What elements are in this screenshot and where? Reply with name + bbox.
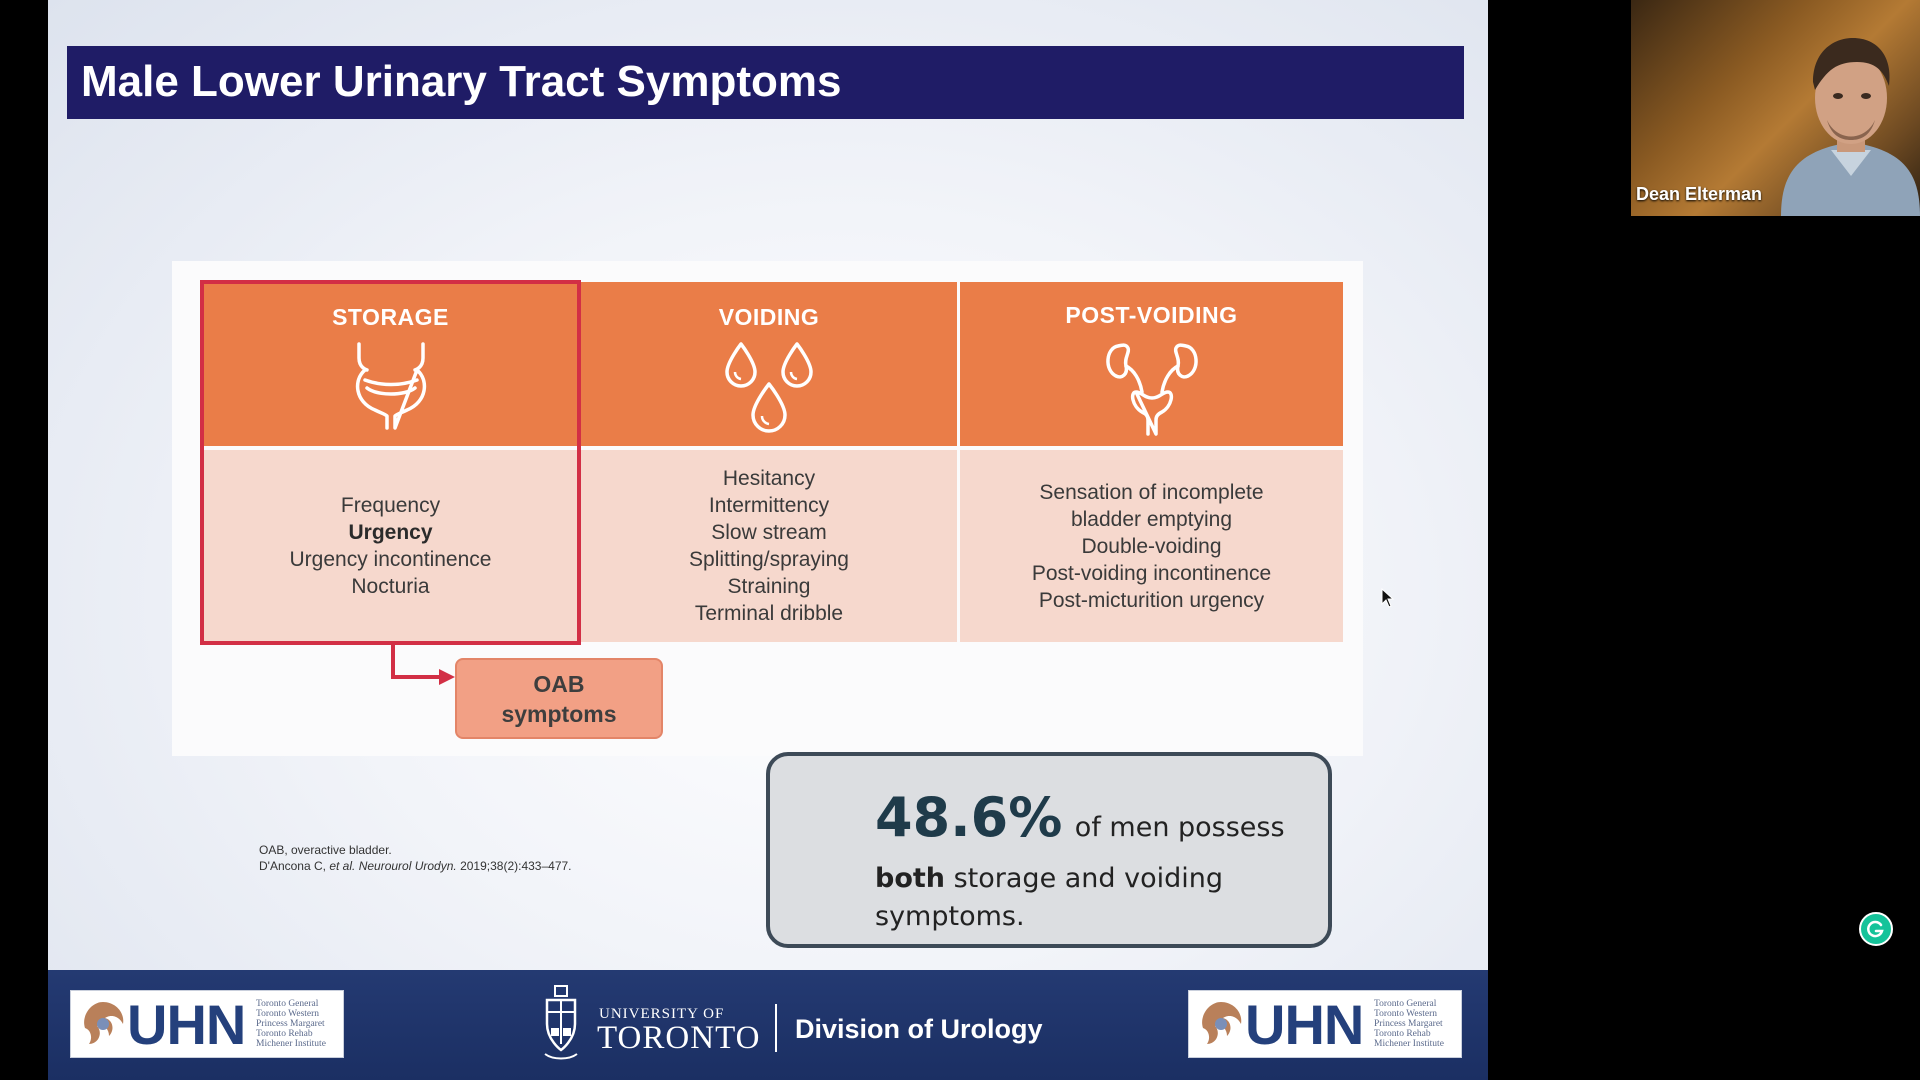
reference-citation: 2019;38(2):433–477.	[456, 859, 572, 873]
reference-etal: et al.	[329, 859, 356, 873]
grammarly-icon[interactable]	[1859, 912, 1893, 946]
post-voiding-item: Double-voiding	[1081, 534, 1222, 558]
oab-symptoms-box: OAB symptoms	[455, 658, 663, 739]
oab-label: OAB symptoms	[501, 670, 617, 727]
footnote-abbreviation: OAB, overactive bladder.	[259, 843, 392, 857]
storage-header: STORAGE	[203, 282, 578, 446]
storage-highlight-frame	[200, 280, 581, 645]
uhn-hospitals-list: Toronto General Toronto Western Princess…	[256, 999, 326, 1049]
logo-divider	[775, 1004, 777, 1052]
post-voiding-list: Sensation of incomplete bladder emptying…	[960, 450, 1343, 642]
storage-item: Frequency	[340, 494, 441, 517]
storage-item: Urgency	[348, 521, 433, 544]
university-of-label: UNIVERSITY OF	[599, 1006, 725, 1022]
slide-title-bar: Male Lower Urinary Tract Symptoms	[67, 46, 1464, 119]
footnote-reference: D'Ancona C, et al. Neurourol Urodyn. 201…	[259, 858, 572, 874]
hospital-name: Michener Institute	[256, 1039, 326, 1049]
voiding-list: Hesitancy Intermittency Slow stream Spli…	[581, 450, 957, 642]
post-voiding-header: POST-VOIDING	[960, 282, 1343, 446]
storage-item: Nocturia	[351, 575, 430, 598]
voiding-item: Straining	[727, 575, 811, 598]
uhn-swirl-icon	[84, 1002, 124, 1044]
hospital-name: Toronto Western	[1374, 1009, 1438, 1019]
grammarly-g-glyph	[1867, 920, 1884, 938]
post-voiding-item: Sensation of incomplete	[1039, 480, 1264, 504]
voiding-item: Hesitancy	[722, 467, 816, 490]
uhn-hospitals-list: Toronto General Toronto Western Princess…	[1374, 999, 1444, 1049]
mouse-cursor-icon	[1381, 588, 1395, 608]
voiding-item: Slow stream	[711, 521, 827, 544]
uhn-swirl-icon	[1202, 1002, 1242, 1044]
hospital-name: Toronto General	[1374, 999, 1437, 1009]
voiding-item: Terminal dribble	[694, 602, 844, 625]
urinary-tract-icon	[1105, 343, 1198, 436]
hospital-name: Princess Margaret	[256, 1019, 325, 1029]
speaker-name-label: Dean Elterman	[1636, 184, 1763, 204]
slide-footer: UHN Toronto General Toronto Western Prin…	[48, 970, 1488, 1080]
stat-text-continued: storage and voiding symptoms.	[875, 863, 1224, 932]
voiding-item: Splitting/spraying	[689, 548, 849, 571]
slide-title: Male Lower Urinary Tract Symptoms	[81, 57, 842, 106]
post-voiding-heading: POST-VOIDING	[1065, 302, 1238, 328]
uhn-wordmark: UHN	[1245, 993, 1364, 1056]
bladder-icon	[355, 342, 426, 430]
voiding-item: Intermittency	[708, 494, 830, 517]
participant-avatar	[1781, 38, 1920, 216]
toronto-label: TORONTO	[597, 1020, 761, 1056]
hospital-name: Princess Margaret	[1374, 1019, 1443, 1029]
hospital-name: Toronto Rehab	[256, 1029, 313, 1039]
uhn-logo-right: UHN Toronto General Toronto Western Prin…	[1188, 990, 1462, 1058]
storage-heading: STORAGE	[332, 304, 449, 330]
post-voiding-item: bladder emptying	[1070, 507, 1233, 531]
footnote: OAB, overactive bladder. D'Ancona C, et …	[259, 842, 572, 874]
stat-bold-word: both	[875, 863, 946, 894]
university-crest-icon	[544, 985, 578, 1060]
stat-text: of men possess	[1074, 812, 1285, 843]
presentation-slide: Male Lower Urinary Tract Symptoms STORAG…	[48, 0, 1488, 1080]
storage-list: Frequency Urgency Urgency incontinence N…	[203, 450, 578, 642]
arrow-right-icon	[391, 645, 455, 685]
hospital-name: Toronto Rehab	[1374, 1029, 1431, 1039]
hospital-name: Toronto Western	[256, 1009, 320, 1019]
voiding-heading: VOIDING	[718, 304, 820, 330]
division-label: Division of Urology	[795, 1014, 1043, 1044]
hospital-name: Toronto General	[256, 999, 319, 1009]
voiding-header: VOIDING	[581, 282, 957, 446]
droplets-icon	[725, 342, 813, 433]
post-voiding-item: Post-voiding incontinence	[1031, 561, 1272, 585]
reference-authors: D'Ancona C,	[259, 859, 330, 873]
storage-item: Urgency incontinence	[289, 548, 492, 571]
post-voiding-item: Post-micturition urgency	[1038, 588, 1265, 612]
reference-journal: Neurourol Urodyn.	[358, 859, 457, 873]
uhn-wordmark: UHN	[127, 993, 246, 1056]
statistic-callout: 48.6% of men possess both storage and vo…	[766, 752, 1332, 948]
participant-video-tile[interactable]: Dean Elterman	[1631, 0, 1920, 216]
hospital-name: Michener Institute	[1374, 1039, 1444, 1049]
uhn-logo-left: UHN Toronto General Toronto Western Prin…	[70, 990, 344, 1058]
stat-percent: 48.6%	[875, 786, 1063, 849]
